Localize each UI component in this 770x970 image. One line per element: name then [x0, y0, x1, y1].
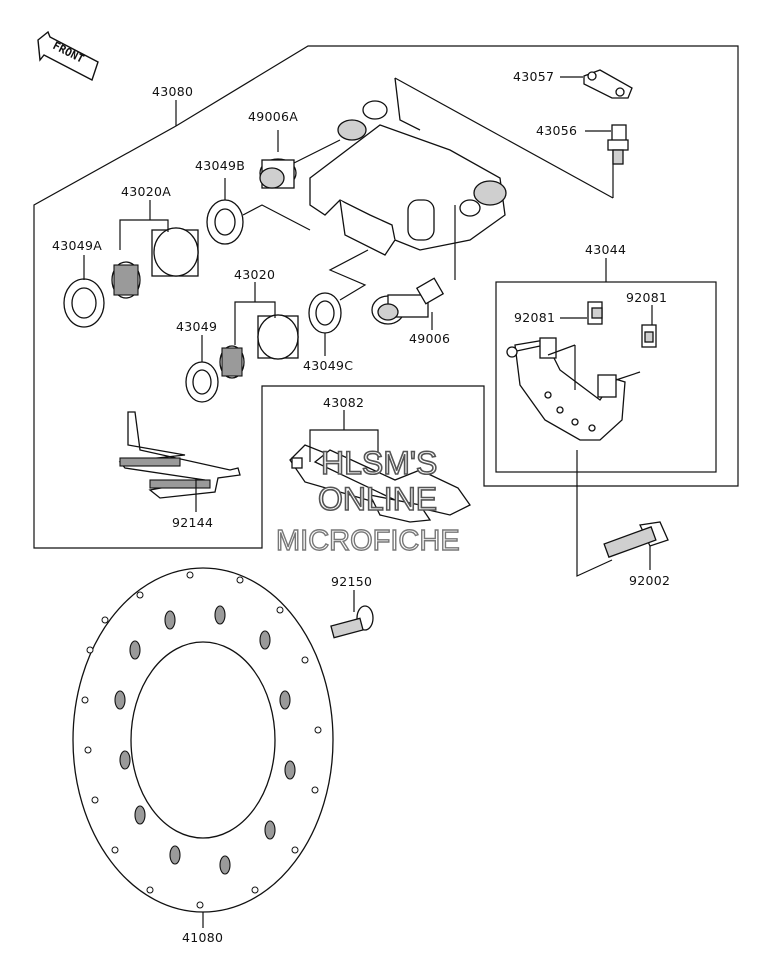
seal-43049 [185, 335, 219, 403]
brake-pads-43082 [289, 410, 471, 523]
label-92081-right: 92081 [626, 290, 667, 305]
bolt-92002 [576, 450, 669, 577]
piston-43020 [219, 282, 299, 379]
slide-pin-49006 [371, 205, 456, 330]
caliper-assembly-outline [33, 45, 739, 549]
label-43049: 43049 [176, 319, 217, 334]
brake-disc-41080 [72, 567, 334, 928]
seal-43049B [206, 178, 311, 245]
screw-92150 [330, 590, 374, 639]
pin-92081-right [641, 305, 657, 348]
bleeder-cap-43057 [560, 69, 633, 99]
watermark-line3: MICROFICHE [276, 525, 460, 557]
bleeder-valve-43056 [585, 124, 629, 165]
caliper-body [309, 77, 614, 256]
label-92081-left: 92081 [514, 310, 555, 325]
watermark-line2: ONLINE [318, 481, 437, 517]
seal-43049C [308, 249, 369, 356]
label-43049A: 43049A [52, 238, 102, 253]
label-43056: 43056 [536, 123, 577, 138]
label-43082: 43082 [323, 395, 364, 410]
label-43057: 43057 [513, 69, 554, 84]
pin-92081-left [560, 301, 603, 325]
label-43020A: 43020A [121, 184, 171, 199]
bracket-43044 [506, 337, 641, 441]
label-92002: 92002 [629, 573, 670, 588]
label-49006: 49006 [409, 331, 450, 346]
label-92150: 92150 [331, 574, 372, 589]
front-arrow-icon: FRONT [37, 30, 99, 81]
piston-43020A [111, 200, 199, 299]
bushing-49006A [259, 130, 341, 189]
pad-spring-92144 [118, 411, 241, 512]
label-43020: 43020 [234, 267, 275, 282]
label-43080: 43080 [152, 84, 193, 99]
label-41080: 41080 [182, 930, 223, 945]
watermark-line1: HLSM'S [321, 445, 437, 481]
label-49006A: 49006A [248, 109, 298, 124]
watermark: HLSM'S ONLINE MICROFICHE [275, 444, 460, 558]
label-92144: 92144 [172, 515, 213, 530]
label-43044: 43044 [585, 242, 626, 257]
label-43049B: 43049B [195, 158, 245, 173]
label-43049C: 43049C [303, 358, 353, 373]
seal-43049A [63, 255, 105, 328]
